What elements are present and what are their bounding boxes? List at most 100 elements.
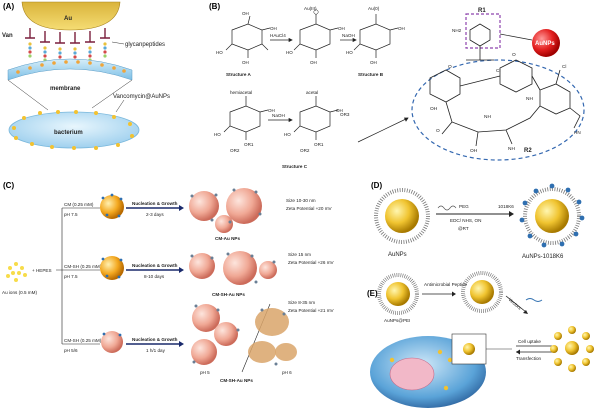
row2-product-particle-3 bbox=[259, 261, 277, 279]
naoh-label-2: NaOH bbox=[272, 113, 285, 118]
membrane-heads bbox=[16, 60, 126, 74]
internalized-particles bbox=[389, 349, 453, 391]
or1-label-left: OR1 bbox=[244, 142, 254, 147]
peg-chain-icon bbox=[437, 205, 457, 211]
row3-reagent: CM-SH (0.25 mM) bbox=[64, 338, 102, 343]
r2-label: R2 bbox=[524, 148, 532, 154]
vancomycin-skeleton bbox=[429, 23, 581, 147]
pei-shell bbox=[377, 273, 419, 315]
bacterium-label: bacterium bbox=[54, 130, 83, 136]
r1-dashed-box bbox=[465, 13, 501, 49]
svg-text:OH: OH bbox=[242, 60, 249, 65]
row2-time: 8-10 days bbox=[144, 274, 165, 279]
svg-text:O: O bbox=[448, 64, 452, 70]
peptide-arrow bbox=[452, 291, 456, 297]
svg-text:NH: NH bbox=[508, 146, 515, 152]
hepes-label: + HEPES bbox=[32, 268, 52, 273]
panel-c: (C) Au ions (0.5 mM) + HEPES CM (0.25 mM… bbox=[2, 181, 335, 383]
aunp-red-sphere bbox=[532, 29, 560, 57]
row3-product: CM-SH-Au NPs bbox=[220, 378, 253, 383]
svg-text:HO: HO bbox=[214, 132, 221, 137]
pei-core bbox=[386, 282, 410, 306]
gold-surface bbox=[21, 1, 121, 31]
vancomycin-aunp-dots bbox=[12, 110, 134, 150]
svg-text:OH: OH bbox=[310, 60, 317, 65]
hn-label: HN bbox=[574, 130, 581, 135]
svg-text:OH: OH bbox=[268, 108, 275, 113]
structure-c-label: Structure C bbox=[282, 164, 308, 169]
svg-text:OH: OH bbox=[470, 148, 478, 154]
row1-reagent: CM (0.25 mM) bbox=[64, 202, 94, 207]
or3-label: OR3 bbox=[340, 112, 350, 117]
aunps-sphere-label: AuNPs bbox=[535, 41, 555, 47]
aunps-left-label: AuNPs bbox=[388, 252, 407, 258]
row3-ph5-particle-1 bbox=[192, 304, 220, 332]
row1-size: Size 10-30 nm bbox=[286, 198, 316, 203]
hemiacetal-label: hemiacetal bbox=[230, 90, 252, 95]
row3-ph6-particle-2 bbox=[248, 341, 276, 363]
svg-text:HO: HO bbox=[284, 132, 291, 137]
svg-text:OH: OH bbox=[336, 108, 343, 113]
svg-text:HO: HO bbox=[346, 50, 353, 55]
row3-coating bbox=[192, 304, 286, 366]
row3-ph6-label: pH 6 bbox=[282, 370, 292, 375]
svg-text:HO: HO bbox=[286, 50, 293, 55]
naoh-label-1: NaOH bbox=[342, 33, 355, 38]
row1-coating bbox=[190, 188, 262, 224]
conjugation-arrow bbox=[509, 211, 514, 217]
row3-ph6-particle-3 bbox=[275, 343, 297, 361]
au-ions-cluster bbox=[6, 262, 27, 282]
transfection-arrow bbox=[516, 349, 520, 355]
row2-product: CM-SH-Au NPs bbox=[212, 292, 245, 297]
row2-size: Size 15 nm bbox=[288, 252, 311, 257]
row3-step: Nucleation & Growth bbox=[132, 337, 178, 342]
au-ions-label: Au ions (0.5 mM) bbox=[2, 290, 37, 295]
panel-d-tag: (D) bbox=[371, 181, 382, 190]
vancomycin-aunps-label: Vancomycin@AuNPs bbox=[113, 94, 170, 100]
vector-arrow bbox=[523, 310, 528, 314]
haucl4-label: HAuCl4 bbox=[270, 33, 286, 38]
row3-seed-chains bbox=[102, 332, 122, 337]
conjugate-ligand-shell bbox=[523, 187, 581, 245]
dna-strand-icon bbox=[525, 298, 543, 302]
svg-text:O: O bbox=[436, 128, 440, 134]
row3-ph5-particle-2 bbox=[214, 322, 238, 346]
row1-product: CM-Au NPs bbox=[215, 236, 240, 241]
row2-coating bbox=[190, 252, 276, 284]
row3-zeta: Zeta Potential +21 mV bbox=[288, 308, 335, 313]
or2-label-left: OR2 bbox=[230, 148, 240, 153]
svg-text:NH: NH bbox=[526, 96, 533, 102]
svg-text:O: O bbox=[512, 52, 516, 58]
row2-step: Nucleation & Growth bbox=[132, 263, 178, 268]
svg-text:OH: OH bbox=[338, 26, 345, 31]
panel-e-tag: (E) bbox=[367, 289, 378, 298]
row2-seed-chains bbox=[101, 257, 123, 279]
svg-text:OH: OH bbox=[270, 26, 277, 31]
branch-lines bbox=[56, 207, 70, 345]
row1-product-particle-1 bbox=[189, 191, 219, 221]
peg-label: PEG bbox=[459, 204, 469, 209]
svg-text:OH: OH bbox=[430, 106, 438, 112]
vector-cluster bbox=[550, 326, 594, 372]
au0-label: Au(0) bbox=[368, 6, 380, 11]
membrane-label: membrane bbox=[50, 86, 81, 92]
row3-ph5-particle-3 bbox=[191, 339, 217, 365]
svg-text:OH: OH bbox=[370, 60, 377, 65]
row3-seed-particle bbox=[101, 331, 123, 353]
vancomycin-label: Van bbox=[2, 33, 13, 39]
row1-seed-chains bbox=[101, 193, 123, 218]
row1-product-particle-2 bbox=[226, 188, 262, 224]
vectors-label: Vectors bbox=[507, 297, 522, 311]
row1-time: 2-3 days bbox=[146, 212, 164, 217]
row1-step: Nucleation & Growth bbox=[132, 201, 178, 206]
rt-label: @RT bbox=[458, 226, 469, 231]
au3-label: Au(III) bbox=[304, 6, 317, 11]
row2-product-particle-1 bbox=[189, 253, 215, 279]
aunps-pei-label: AuNPs@PEI bbox=[384, 318, 410, 323]
row2-seed-particle bbox=[100, 256, 124, 280]
vector-core bbox=[470, 280, 494, 304]
row3-size: Size 8-35 nm bbox=[288, 300, 315, 305]
